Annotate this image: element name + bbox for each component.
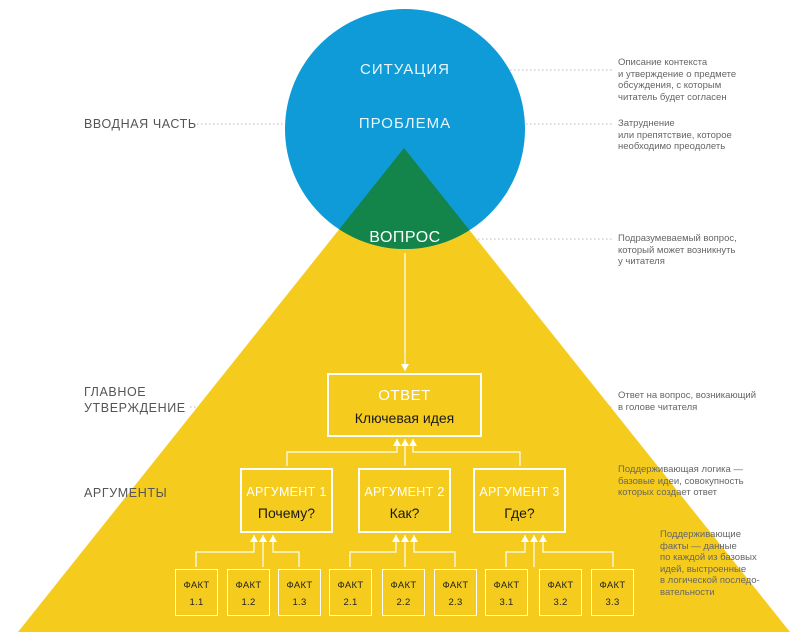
situation-label: СИТУАЦИЯ xyxy=(359,61,451,78)
arrow-answer-3 xyxy=(409,439,417,446)
argument-box-2: АРГУМЕНТ 2 Как? xyxy=(358,468,451,533)
fact-caption: ФАКТ xyxy=(337,580,364,591)
note-line: факты — данные xyxy=(660,540,737,552)
argument-box-3: АРГУМЕНТ 3 Где? xyxy=(473,468,566,533)
fact-caption: ФАКТ xyxy=(183,580,210,591)
problem-label: ПРОБЛЕМА xyxy=(358,115,452,132)
fact-caption: ФАКТ xyxy=(599,580,626,591)
fact-number: 3.3 xyxy=(605,597,620,608)
arrow-arg2-3 xyxy=(410,535,418,542)
fact-number: 2.2 xyxy=(396,597,411,608)
fact-caption: ФАКТ xyxy=(547,580,574,591)
fact-number: 2.3 xyxy=(448,597,463,608)
connector-arg1-fact13 xyxy=(272,535,300,567)
arguments-label: АРГУМЕНТЫ xyxy=(84,486,168,500)
arrow-arg1-3 xyxy=(269,535,277,542)
context-circle xyxy=(285,9,525,249)
fact-caption: ФАКТ xyxy=(286,580,313,591)
note-arguments: Поддерживающая логика — базовые идеи, со… xyxy=(618,464,793,499)
pyramid-shape xyxy=(18,148,790,632)
note-line: по каждой из базовых xyxy=(660,552,757,563)
note-line: идей, выстроенные xyxy=(660,563,747,575)
fact-box-1-2: ФАКТ 1.2 xyxy=(227,569,270,616)
arrow-arg3-2 xyxy=(530,535,538,542)
key-idea-text: Ключевая идея xyxy=(354,410,455,426)
note-line: или препятствие, которое xyxy=(618,129,732,141)
fact-number: 2.1 xyxy=(343,597,358,608)
argument-caption: АРГУМЕНТ 3 xyxy=(479,485,560,499)
note-answer: Ответ на вопрос, возникающий в голове чи… xyxy=(618,390,793,413)
note-line: вательности xyxy=(660,586,715,598)
note-line: обсуждения, с которым xyxy=(618,80,722,91)
arrow-arg2-1 xyxy=(392,535,400,542)
fact-number: 1.2 xyxy=(241,597,256,608)
note-line: Подразумеваемый вопрос, xyxy=(618,233,737,244)
argument-question: Где? xyxy=(504,505,535,521)
arrow-answer xyxy=(401,364,409,371)
connector-arg3-fact33 xyxy=(542,535,614,567)
note-line: который может возникнуть xyxy=(618,244,736,256)
note-line: Описание контекста xyxy=(618,57,708,68)
argument-box-1: АРГУМЕНТ 1 Почему? xyxy=(240,468,333,533)
note-line: Поддерживающие xyxy=(660,529,741,540)
arrow-arg3-3 xyxy=(539,535,547,542)
note-line: Ответ на вопрос, возникающий xyxy=(618,390,757,401)
fact-box-1-1: ФАКТ 1.1 xyxy=(175,569,218,616)
note-line: Поддерживающая логика — xyxy=(618,464,743,475)
fact-number: 1.3 xyxy=(292,597,307,608)
connector-arg2-fact21 xyxy=(349,535,397,567)
fact-box-2-1: ФАКТ 2.1 xyxy=(329,569,372,616)
connector-arg2-fact23 xyxy=(413,535,456,567)
main-statement-label-line1: ГЛАВНОЕ xyxy=(84,385,147,399)
note-line: которых создает ответ xyxy=(618,487,718,498)
arrow-arg2-2 xyxy=(401,535,409,542)
arrow-arg3-1 xyxy=(521,535,529,542)
argument-question: Почему? xyxy=(257,505,316,521)
note-facts: Поддерживающие факты — данные по каждой … xyxy=(660,529,800,598)
argument-caption: АРГУМЕНТ 2 xyxy=(364,485,445,499)
note-line: базовые идеи, совокупность xyxy=(618,475,744,487)
argument-question: Как? xyxy=(389,505,420,521)
fact-number: 3.2 xyxy=(553,597,568,608)
fact-box-3-3: ФАКТ 3.3 xyxy=(591,569,634,616)
note-situation: Описание контекста и утверждение о предм… xyxy=(618,57,778,103)
connector-arg1-fact11 xyxy=(195,535,255,567)
note-line: читатель будет согласен xyxy=(618,91,727,103)
answer-box: ОТВЕТ Ключевая идея xyxy=(327,373,482,437)
note-line: и утверждение о предмете xyxy=(618,68,737,80)
fact-box-2-3: ФАКТ 2.3 xyxy=(434,569,477,616)
arrow-arg1-1 xyxy=(250,535,258,542)
answer-caption: ОТВЕТ xyxy=(378,387,431,404)
argument-caption: АРГУМЕНТ 1 xyxy=(246,485,327,499)
fact-caption: ФАКТ xyxy=(235,580,262,591)
fact-box-3-1: ФАКТ 3.1 xyxy=(485,569,528,616)
note-problem: Затруднение или препятствие, которое нео… xyxy=(618,118,778,153)
fact-caption: ФАКТ xyxy=(390,580,417,591)
fact-box-2-2: ФАКТ 2.2 xyxy=(382,569,425,616)
note-question: Подразумеваемый вопрос, который может во… xyxy=(618,233,778,268)
fact-box-1-3: ФАКТ 1.3 xyxy=(278,569,321,616)
fact-caption: ФАКТ xyxy=(442,580,469,591)
arrow-arg1-2 xyxy=(259,535,267,542)
arrow-answer-2 xyxy=(401,439,409,446)
note-line: необходимо преодолеть xyxy=(618,141,726,152)
note-line: в голове читателя xyxy=(618,401,698,413)
main-statement-label-line2: УТВЕРЖДЕНИЕ xyxy=(84,401,186,415)
fact-number: 3.1 xyxy=(499,597,514,608)
fact-number: 1.1 xyxy=(189,597,204,608)
intro-label: ВВОДНАЯ ЧАСТЬ xyxy=(84,117,197,131)
connector-arg3-fact31 xyxy=(505,535,526,567)
main-statement-label: ГЛАВНОЕ УТВЕРЖДЕНИЕ xyxy=(84,384,186,416)
arrow-answer-1 xyxy=(393,439,401,446)
fact-box-3-2: ФАКТ 3.2 xyxy=(539,569,582,616)
fact-caption: ФАКТ xyxy=(493,580,520,591)
note-line: Затруднение xyxy=(618,118,675,129)
note-line: у читателя xyxy=(618,256,665,267)
note-line: в логической последо- xyxy=(660,575,760,586)
question-label: ВОПРОС xyxy=(369,229,441,246)
